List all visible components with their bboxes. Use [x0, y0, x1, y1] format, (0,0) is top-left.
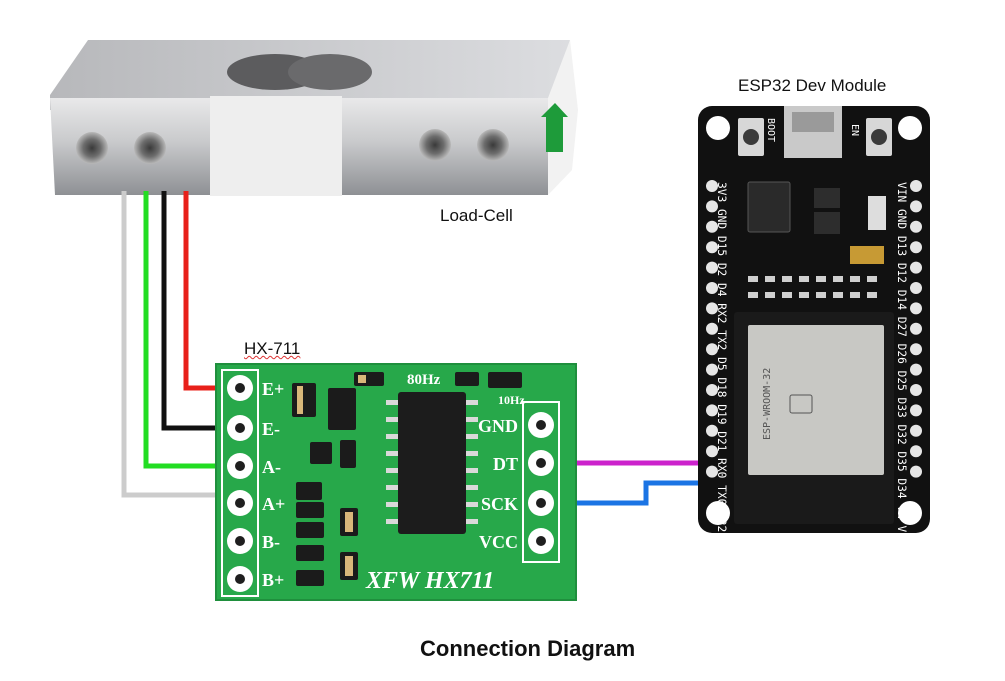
hx711-board: 80Hz 10Hz XFW HX711 E+ E- A- A+ B- B+ GND DT SC…: [215, 363, 577, 601]
load-cell-label: Load-Cell: [440, 206, 513, 225]
hx711-pin-label: E-: [262, 419, 280, 439]
wire-sck: [543, 480, 722, 506]
hx711-pin-label: DT: [493, 454, 518, 474]
hx711-pin-label: VCC: [479, 532, 518, 552]
hx711-right-labels: GND DT SCK VCC: [478, 416, 518, 552]
esp32-pins: [706, 180, 922, 478]
esp32-pin: [910, 282, 922, 294]
esp32-pin: [706, 322, 718, 335]
esp32-pin: [910, 302, 922, 315]
arrow-icon: [541, 103, 568, 152]
boot-label: BOOT: [765, 118, 776, 142]
esp32-pin: [706, 404, 718, 417]
esp32-pin: [706, 241, 718, 254]
esp32-pin: [910, 322, 922, 335]
esp32-pin: [706, 302, 718, 315]
wire-red: [183, 191, 240, 391]
esp32-pin: [706, 180, 718, 192]
hx711-left-labels: E+ E- A- A+ B- B+: [262, 379, 285, 590]
hx711-chip: [398, 392, 466, 534]
esp32-pin: [706, 282, 718, 294]
wire-green: [143, 191, 240, 469]
hx711-pin-label: SCK: [481, 494, 518, 514]
esp32-pin: [910, 241, 922, 254]
hx711-pin-label: A+: [262, 494, 285, 514]
esp32-pin: [706, 384, 718, 396]
en-label: EN: [849, 124, 860, 136]
hx711-pin-label: B-: [262, 532, 280, 552]
esp32-pin: [910, 384, 922, 396]
hx711-pin-label: GND: [478, 416, 518, 436]
silk-80hz: 80Hz: [407, 372, 441, 388]
esp32-pin: [910, 404, 922, 417]
load-cell: [50, 40, 578, 196]
esp32-pin: [706, 445, 718, 458]
esp32-board: BOOT EN ESP-WROOM-32 3V3 GND D15 D2 D4 R…: [698, 106, 930, 559]
esp32-pin: [910, 363, 922, 376]
esp32-pin: [910, 424, 922, 437]
wire-white: [121, 191, 240, 498]
hx711-brand: XFW HX711: [365, 568, 494, 594]
hx711-label: HX-711: [244, 339, 301, 358]
esp32-pin: [706, 363, 718, 376]
esp32-pin: [910, 200, 922, 213]
esp32-left-pins: 3V3 GND D15 D2 D4 RX2 TX2 D5 D18 D19 D21…: [715, 182, 728, 559]
esp32-pin: [910, 343, 922, 356]
hx711-right-pads: [528, 412, 554, 554]
hx711-pin-label: A-: [262, 457, 281, 477]
wroom-label: ESP-WROOM-32: [762, 368, 773, 440]
hx711-left-pads: [227, 375, 253, 592]
esp32-pin: [706, 424, 718, 437]
chip-legs: [386, 400, 478, 524]
esp32-pin: [706, 343, 718, 356]
esp32-pin: [706, 200, 718, 213]
esp32-pin: [706, 465, 718, 478]
esp32-pin: [910, 465, 922, 478]
wroom-shield: [748, 325, 884, 475]
esp32-pin: [706, 261, 718, 274]
diagram-title: Connection Diagram: [420, 636, 636, 661]
esp32-pin: [910, 261, 922, 274]
esp32-pin: [910, 445, 922, 458]
silk-10hz: 10Hz: [498, 393, 525, 407]
hx711-pin-label: E+: [262, 379, 284, 399]
hx711-pin-label: B+: [262, 570, 284, 590]
wire-black: [161, 191, 240, 431]
esp32-right-pins: VIN GND D13 D12 D14 D27 D26 D25 D33 D32 …: [895, 182, 908, 559]
esp32-pin: [910, 180, 922, 192]
esp32-label: ESP32 Dev Module: [738, 76, 887, 95]
esp32-pin: [706, 220, 718, 233]
esp32-pin: [910, 220, 922, 233]
